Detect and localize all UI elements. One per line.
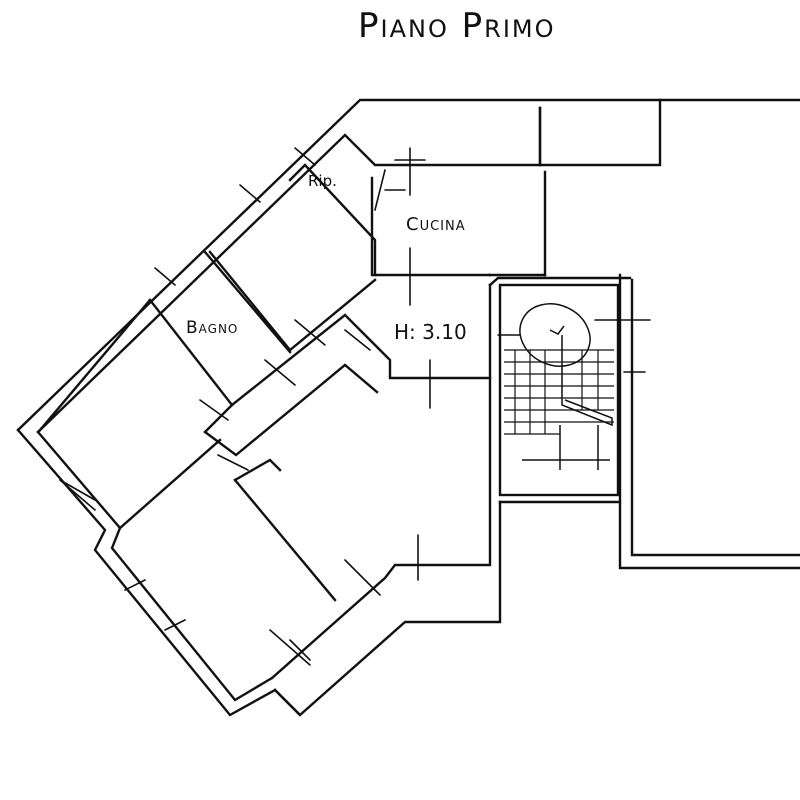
stair-spiral (519, 303, 591, 367)
room-label-cucina: Cucina (406, 214, 466, 235)
wall-northeast-block (538, 98, 662, 167)
staircase (498, 283, 620, 497)
wall-west-room-divider (118, 438, 222, 530)
ceiling-height-label: H: 3.10 (394, 320, 467, 344)
openings (59, 147, 651, 666)
wall-corridor-north (230, 313, 492, 407)
wall-bagno-right (203, 250, 292, 354)
wall-stair-right (618, 273, 800, 570)
room-label-ripostiglio: Rip. (308, 172, 337, 190)
wall-stair-right-inner (630, 278, 800, 557)
wall-living-divider (233, 478, 337, 602)
wall-ripostiglio (288, 163, 377, 277)
room-label-bagno: Bagno (186, 318, 239, 338)
floor-plan-title: Piano Primo (358, 6, 556, 46)
inner-wall-west (36, 430, 274, 702)
wall-corridor-south (203, 363, 379, 457)
outer-wall-west (16, 428, 277, 717)
stair-treads (504, 349, 614, 435)
inner-wall-northwest (36, 106, 542, 434)
outer-walls (16, 98, 800, 717)
wall-bedroom1 (208, 250, 377, 352)
inner-wall-south (270, 283, 492, 680)
outer-wall-south (273, 500, 502, 717)
interior-walls (38, 163, 547, 602)
wall-bagno-left (148, 298, 234, 407)
outer-wall-northwest (16, 98, 800, 432)
